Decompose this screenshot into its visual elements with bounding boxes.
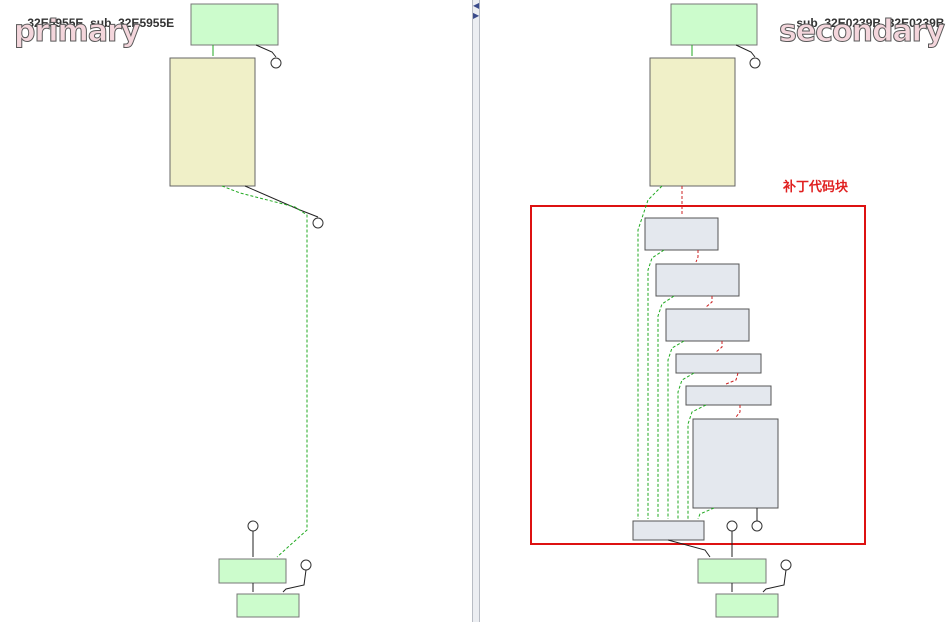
secondary-edge bbox=[637, 185, 663, 519]
primary-function-title: 32E5955E sub_32E5955E bbox=[14, 2, 174, 44]
secondary-block-merge[interactable] bbox=[697, 558, 767, 584]
secondary-patch-block-5[interactable] bbox=[685, 385, 772, 406]
primary-label: primary bbox=[13, 14, 140, 50]
secondary-edge bbox=[735, 44, 756, 58]
secondary-block-entry[interactable] bbox=[670, 3, 758, 46]
secondary-edge bbox=[705, 296, 713, 308]
primary-flow-graph bbox=[169, 3, 324, 618]
primary-block-entry[interactable] bbox=[190, 3, 279, 46]
secondary-address: 32E0239B bbox=[887, 16, 945, 30]
secondary-patch-block-2[interactable] bbox=[655, 263, 740, 297]
secondary-patch-block-4[interactable] bbox=[675, 353, 762, 374]
secondary-edge bbox=[725, 372, 739, 385]
secondary-edge bbox=[667, 340, 685, 519]
secondary-edge bbox=[715, 341, 723, 353]
primary-external-node[interactable] bbox=[300, 559, 312, 571]
secondary-external-node[interactable] bbox=[780, 559, 792, 571]
secondary-edge bbox=[657, 295, 675, 519]
secondary-edge bbox=[735, 405, 741, 418]
collapse-left-icon[interactable]: ◀ bbox=[473, 1, 480, 10]
primary-block-main[interactable] bbox=[169, 57, 256, 187]
collapse-right-icon[interactable]: ▶ bbox=[473, 11, 480, 20]
secondary-external-node[interactable] bbox=[751, 520, 763, 532]
secondary-patch-block-join[interactable] bbox=[632, 520, 705, 541]
secondary-edge bbox=[647, 249, 665, 519]
primary-external-node[interactable] bbox=[270, 57, 282, 69]
secondary-edge bbox=[677, 372, 695, 519]
patch-highlight-box bbox=[530, 205, 866, 545]
secondary-external-node[interactable] bbox=[749, 57, 761, 69]
secondary-external-node[interactable] bbox=[726, 520, 738, 532]
secondary-patch-block-3[interactable] bbox=[665, 308, 750, 342]
primary-edge bbox=[244, 185, 319, 218]
primary-block-exit[interactable] bbox=[236, 593, 300, 618]
primary-edge bbox=[282, 569, 307, 593]
secondary-edge bbox=[667, 539, 711, 558]
primary-external-node[interactable] bbox=[247, 520, 259, 532]
primary-external-node[interactable] bbox=[312, 217, 324, 229]
patch-annotation: 补丁代码块 bbox=[783, 180, 849, 195]
primary-edge bbox=[255, 44, 277, 58]
primary-edge bbox=[221, 185, 308, 558]
secondary-function-title: sub_32E0239B 32E0239B bbox=[783, 2, 944, 44]
primary-address: 32E5955E bbox=[27, 16, 84, 30]
secondary-graph-pane[interactable]: sub_32E0239B 32E0239B secondary 补丁代码块 bbox=[480, 0, 951, 622]
secondary-flow-graph bbox=[530, 3, 866, 618]
secondary-edge bbox=[697, 507, 715, 520]
secondary-block-exit[interactable] bbox=[715, 593, 779, 618]
secondary-patch-block-1[interactable] bbox=[644, 217, 719, 251]
secondary-function-name: sub_32E0239B bbox=[796, 16, 882, 30]
primary-graph-pane[interactable]: 32E5955E sub_32E5955E primary bbox=[0, 0, 472, 622]
secondary-patch-block-6[interactable] bbox=[692, 418, 779, 509]
secondary-edge bbox=[687, 404, 707, 519]
secondary-edge bbox=[762, 569, 787, 593]
secondary-label: secondary bbox=[778, 14, 945, 50]
primary-block-merge[interactable] bbox=[218, 558, 287, 584]
primary-function-name: sub_32E5955E bbox=[90, 16, 175, 30]
secondary-block-main[interactable] bbox=[649, 57, 736, 187]
secondary-edge bbox=[695, 250, 699, 263]
pane-splitter[interactable]: ◀ ▶ bbox=[472, 0, 480, 622]
